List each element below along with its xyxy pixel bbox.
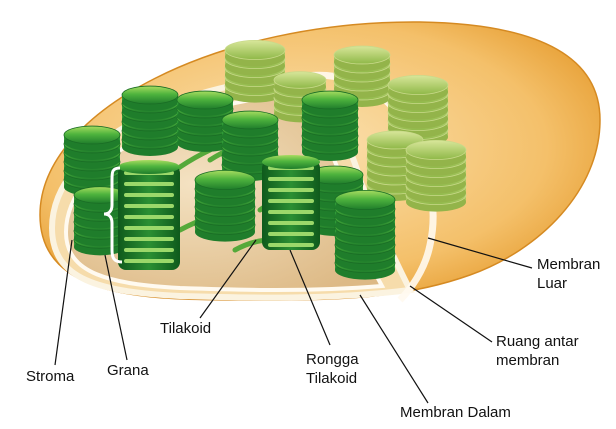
granum-cutaway-center	[262, 155, 320, 250]
granum-cutaway-left	[118, 160, 180, 270]
label-ruang-antar-2: membran	[496, 352, 559, 370]
granum-5	[302, 91, 358, 161]
label-membran-dalam: Membran Dalam	[400, 404, 511, 422]
leader-membran-dalam	[360, 295, 428, 403]
label-tilakoid: Tilakoid	[160, 320, 211, 338]
granum-2	[122, 86, 178, 156]
label-rongga-1: Rongga	[306, 351, 359, 369]
granum-7	[195, 170, 255, 241]
label-stroma: Stroma	[26, 368, 74, 386]
leader-ruang-antar	[410, 286, 492, 342]
label-rongga-2: Tilakoid	[306, 370, 357, 388]
granum-pale-5	[406, 140, 466, 211]
granum-9	[335, 190, 395, 279]
label-ruang-antar-1: Ruang antar	[496, 333, 579, 351]
label-membran-luar-2: Luar	[537, 275, 567, 293]
label-grana: Grana	[107, 362, 149, 380]
label-membran-luar-1: Membran	[537, 256, 600, 274]
